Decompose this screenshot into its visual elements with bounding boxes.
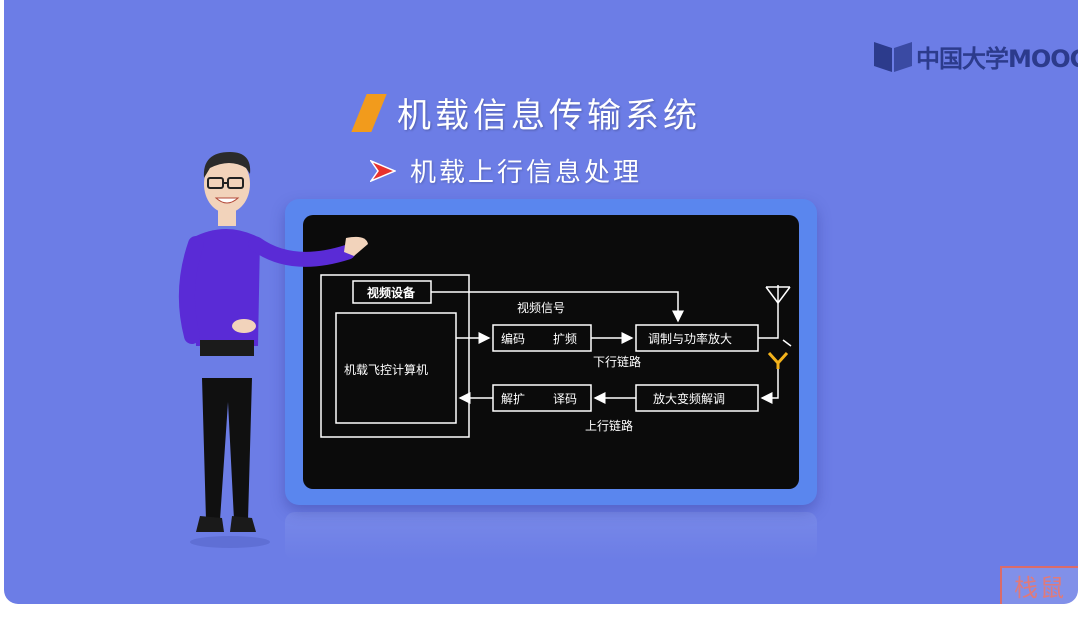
logo-text: 中国大学MOOC [916,44,1078,73]
spread-label: 扩频 [553,332,578,346]
modulate-label: 调制与功率放大 [648,332,733,346]
decode-label: 译码 [553,392,578,406]
slide-subtitle: 机载上行信息处理 [370,152,642,189]
line-to-tx-antenna [758,303,779,339]
video-signal-line [431,291,684,323]
arrow-pointer-icon [370,159,396,182]
uplink-label: 上行链路 [585,419,634,433]
encode-label: 编码 [501,332,526,346]
flight-computer-label: 机载飞控计算机 [344,363,429,377]
tx-antenna-tail [782,339,792,347]
title-accent-bar [351,93,387,132]
blackboard-frame: 视频设备 机载飞控计算机 视频信号 编码 扩频 调制与功率放大 下行链路 解扩 … [285,199,817,505]
title-text: 机载信息传输系统 [397,96,701,136]
slide: 中国大学MOOC 机载信息传输系统 机载上行信息处理 [4,0,1078,604]
board-reflection [285,512,817,560]
flight-computer-box [335,312,457,424]
blackboard: 视频设备 机载飞控计算机 视频信号 编码 扩频 调制与功率放大 下行链路 解扩 … [303,215,799,489]
computer-outer-box [320,274,470,438]
mooc-book-icon [874,42,912,72]
rx-antenna-icon [767,351,789,369]
presenter-illustration [178,152,368,548]
arrow-from-rx-antenna [760,365,779,404]
watermark-stamp: 栈鼠 [1000,566,1078,604]
despread-label: 解扩 [501,392,526,406]
downlink-label: 下行链路 [593,355,642,369]
subtitle-text: 机载上行信息处理 [410,158,643,188]
tx-antenna-icon [765,285,791,304]
block-diagram [320,274,792,438]
video-signal-label: 视频信号 [517,301,566,315]
video-device-label: 视频设备 [367,286,416,300]
brand-logo: 中国大学MOOC [872,38,1078,74]
slide-title: 机载信息传输系统 [351,88,701,137]
demod-label: 放大变频解调 [653,392,726,406]
